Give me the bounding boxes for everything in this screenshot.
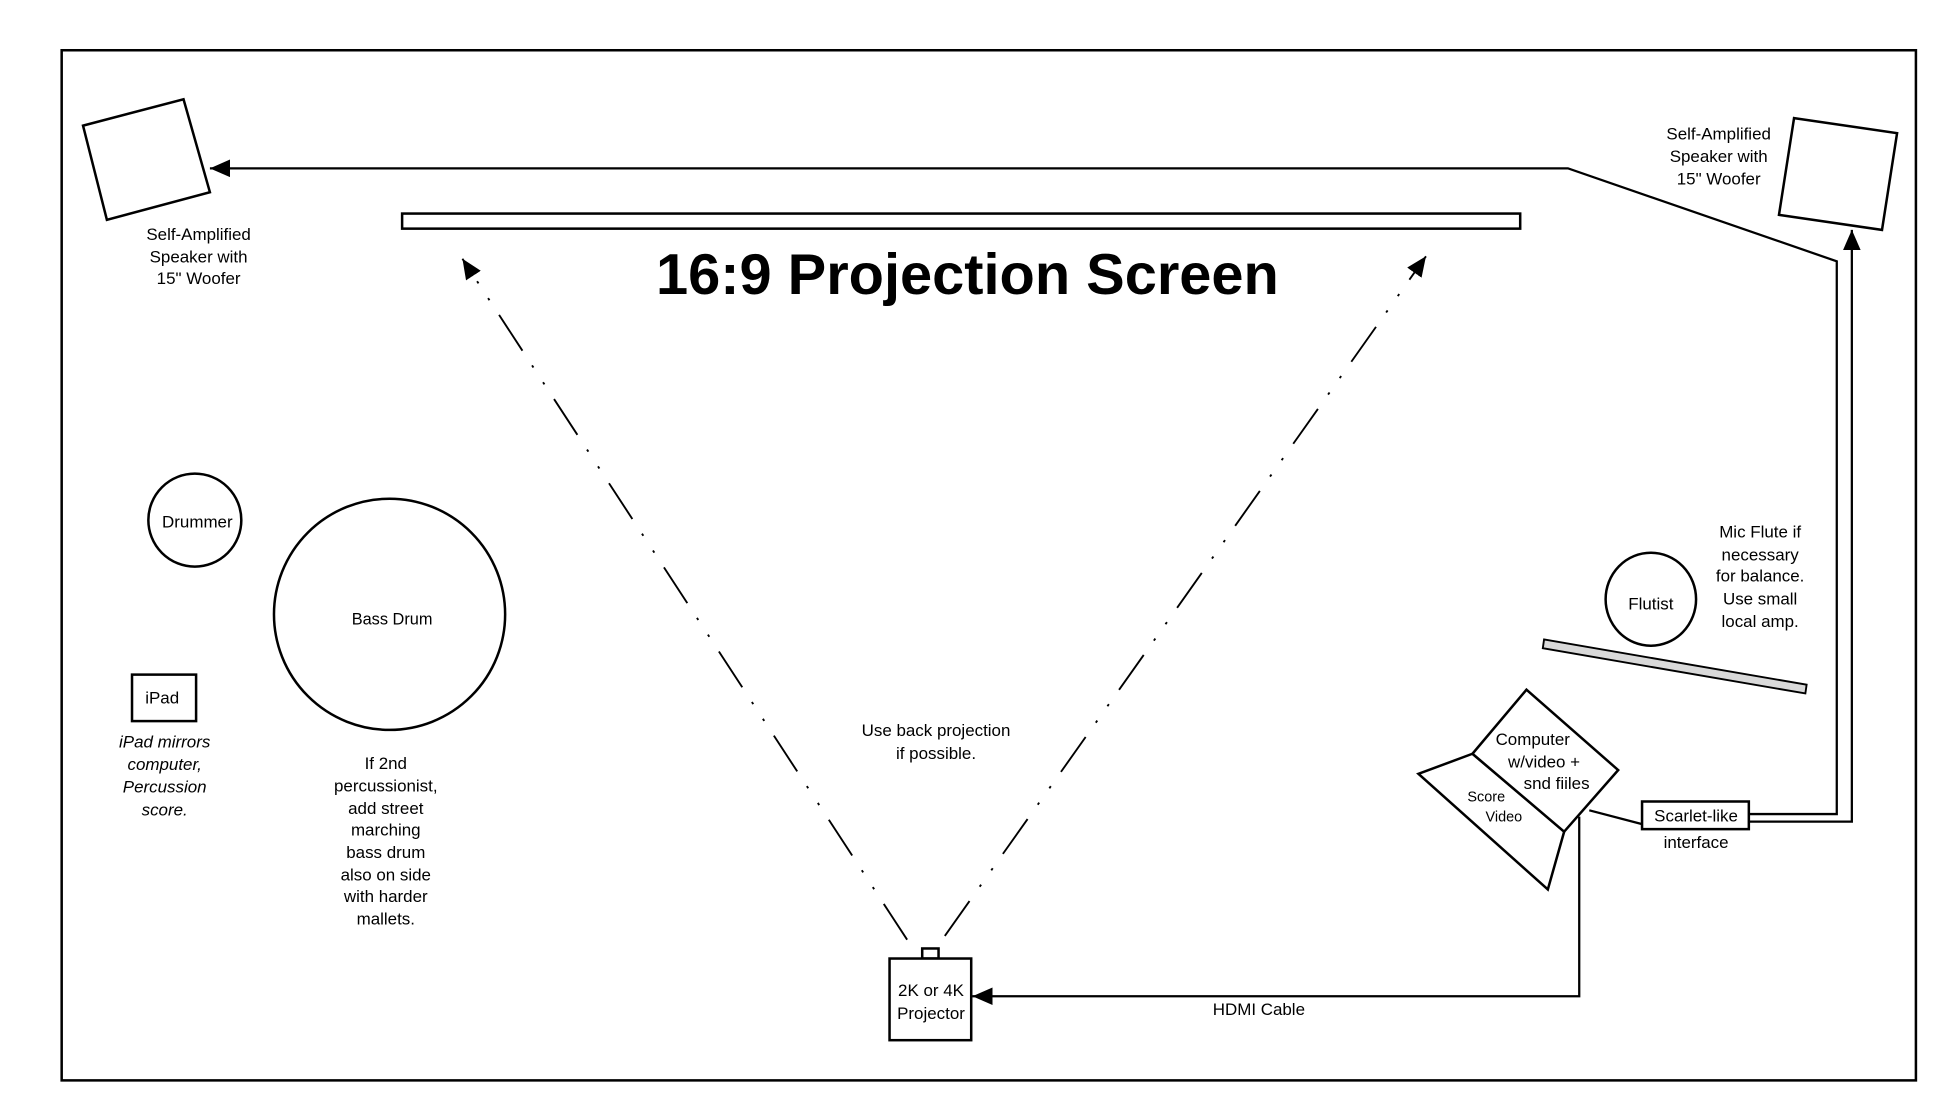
right-speaker-label: Self-Amplified Speaker with 15" Woofer	[1666, 124, 1771, 188]
label-line: 15" Woofer	[157, 269, 241, 288]
note-line: local amp.	[1722, 612, 1799, 631]
note-line: mallets.	[357, 910, 415, 929]
music-stand	[1541, 638, 1808, 695]
projector-label: 2K or 4K	[898, 981, 965, 1000]
label-line: Self-Amplified	[146, 225, 251, 244]
cable-to-left-speaker	[209, 159, 1838, 816]
note-line: bass drum	[346, 843, 425, 862]
cable-to-right-speaker	[1748, 229, 1861, 823]
computer-label: snd fiiles	[1524, 774, 1590, 793]
note-line: Use small	[1723, 589, 1797, 608]
flutist-label: Flutist	[1628, 594, 1673, 613]
label-line: Self-Amplified	[1666, 124, 1771, 143]
laptop-screen	[1470, 687, 1620, 834]
projection-beam-right	[944, 255, 1427, 937]
score-video-label: Video	[1486, 810, 1523, 826]
note-line: add street	[348, 799, 424, 818]
computer-label: Computer	[1496, 730, 1571, 749]
projector-lens	[920, 947, 940, 960]
note-line: Mic Flute if	[1719, 523, 1801, 542]
label-line: 15" Woofer	[1677, 170, 1761, 189]
stage-border	[60, 48, 1918, 1082]
usb-cable	[1589, 809, 1643, 826]
note-line: for balance.	[1716, 567, 1805, 586]
interface-label: Scarlet-like	[1654, 807, 1738, 826]
note-line: also on side	[341, 866, 431, 885]
hdmi-cable	[972, 816, 1581, 1006]
note-line: computer,	[127, 755, 201, 774]
note-line: Use back projection	[862, 721, 1011, 740]
page-title: 16:9 Projection Screen	[656, 243, 1279, 307]
right-speaker	[1777, 116, 1899, 232]
note-line: necessary	[1722, 545, 1800, 564]
note-line: if possible.	[896, 744, 976, 763]
percussion-note: If 2nd percussionist, add street marchin…	[334, 754, 438, 929]
drummer-position	[147, 472, 243, 568]
score-video-label: Score	[1467, 789, 1505, 805]
projection-note: Use back projection if possible.	[862, 721, 1011, 763]
computer-label: w/video +	[1507, 753, 1580, 772]
flutist-position	[1604, 551, 1698, 647]
note-line: percussionist,	[334, 776, 438, 795]
ipad	[130, 673, 198, 723]
label-line: Speaker with	[150, 248, 248, 267]
note-line: If 2nd	[365, 754, 407, 773]
hdmi-label: HDMI Cable	[1213, 1000, 1305, 1019]
projection-screen	[400, 212, 1522, 230]
projection-beam-left	[461, 258, 908, 941]
ipad-label: iPad	[145, 689, 179, 708]
bass-drum	[272, 497, 507, 732]
drummer-label: Drummer	[162, 513, 233, 532]
left-speaker-label: Self-Amplified Speaker with 15" Woofer	[146, 225, 251, 288]
interface-sublabel: interface	[1664, 833, 1729, 852]
bass-drum-label: Bass Drum	[352, 610, 433, 628]
label-line: Speaker with	[1670, 147, 1768, 166]
note-line: with harder	[343, 887, 428, 906]
ipad-note: iPad mirrors computer, Percussion score.	[119, 732, 211, 819]
note-line: score.	[142, 800, 188, 819]
audio-interface	[1640, 800, 1751, 831]
projector-label: Projector	[897, 1004, 965, 1023]
projector	[888, 957, 973, 1042]
note-line: Percussion	[123, 778, 207, 797]
note-line: marching	[351, 820, 421, 839]
note-line: iPad mirrors	[119, 732, 211, 751]
left-speaker	[81, 97, 212, 222]
mic-note: Mic Flute if necessary for balance. Use …	[1716, 523, 1805, 631]
